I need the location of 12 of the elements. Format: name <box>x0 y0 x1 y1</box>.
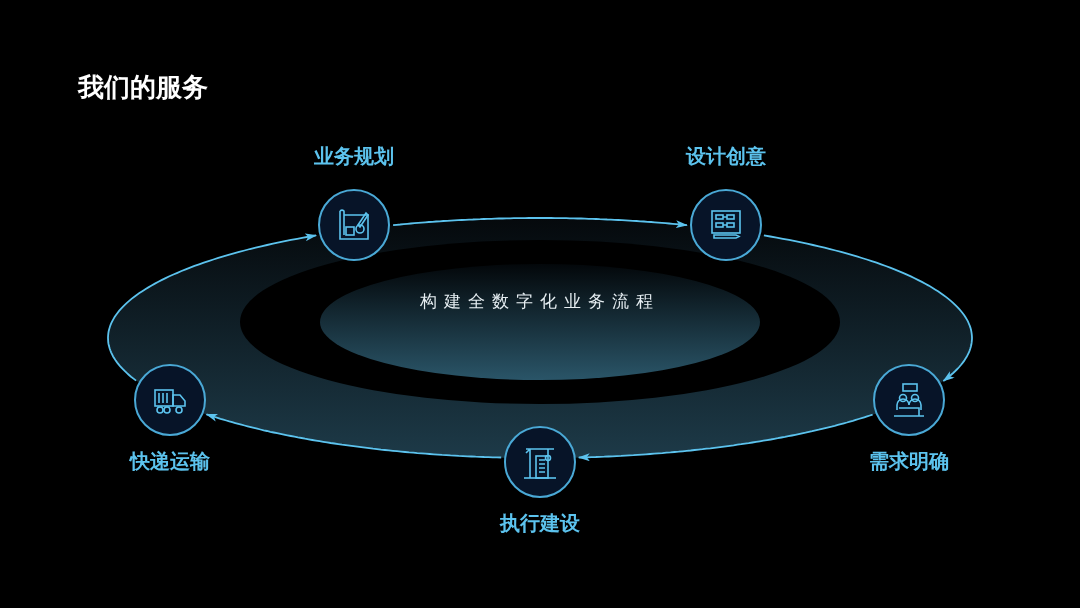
cycle-arrow <box>392 217 688 229</box>
title: 我们的服务 <box>78 71 208 104</box>
step-label: 快递运输 <box>128 449 211 474</box>
cycle-arrow <box>763 234 973 382</box>
step-label: 业务规划 <box>313 144 395 169</box>
step-label: 需求明确 <box>868 449 950 474</box>
step-label: 执行建设 <box>498 511 581 536</box>
step-label: 设计创意 <box>684 144 767 169</box>
subtitle-text: 构建全数字化业务流程 <box>419 291 661 313</box>
cycle-arrow <box>107 233 318 382</box>
cycle-arrow <box>577 413 874 462</box>
cycle-arrow <box>205 413 503 459</box>
